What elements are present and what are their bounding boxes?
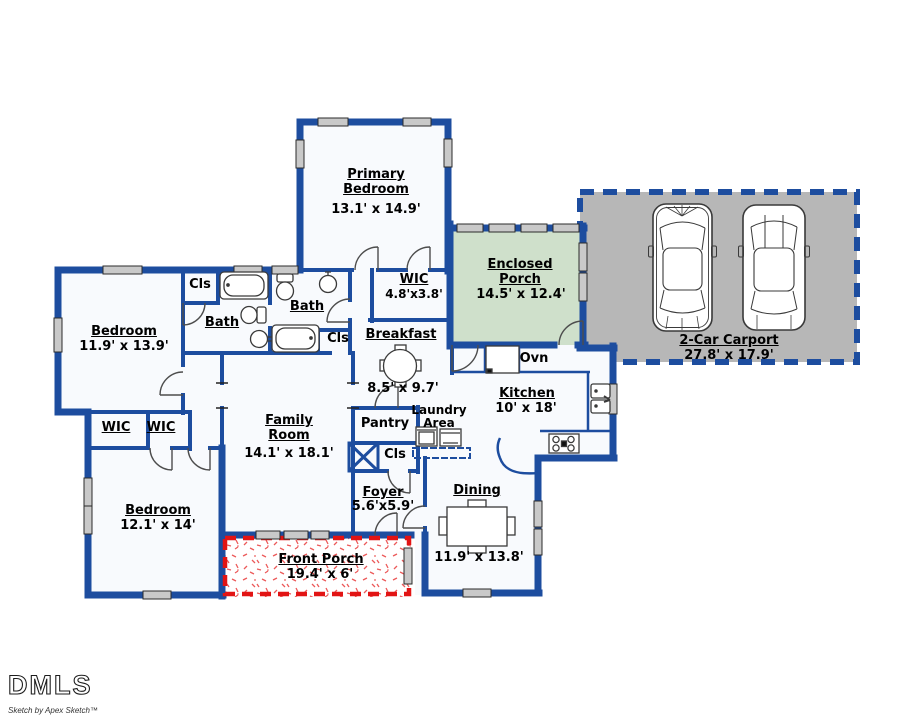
room-label-oven: Ovn [519, 351, 549, 366]
room-label-carport: 2-Car Carport [679, 333, 779, 348]
room-label-cls-hall: Cls [189, 277, 211, 292]
oven-icon [485, 345, 520, 374]
bathtub-icon [219, 271, 269, 300]
dryer-icon [439, 428, 462, 447]
car-icon [648, 203, 717, 332]
laundry-counter-dashed [412, 447, 471, 459]
cooktop-icon [548, 433, 580, 454]
room-label-front-porch: Front Porch [278, 552, 364, 567]
room-label-family-room: Family Room [265, 413, 313, 443]
room-label-enclosed-porch: Enclosed Porch [487, 257, 553, 287]
kitchen-counter [452, 347, 612, 433]
breakfast-table-icon [379, 344, 422, 388]
pedestal-sink-icon [318, 271, 338, 294]
dining-table-icon [438, 499, 516, 554]
kitchen-sink-icon [590, 383, 611, 414]
fixtures [219, 271, 611, 554]
room-label-primary-bedroom: Primary Bedroom [343, 167, 409, 197]
room-dims-carport: 27.8' x 17.9' [684, 348, 774, 363]
room-label-bedroom-lower: Bedroom [125, 503, 191, 518]
apex-sketch-credit: Sketch by Apex Sketch™ [8, 706, 98, 715]
room-dims-enclosed-porch: 14.5' x 12.4' [476, 287, 566, 302]
room-dims-front-porch: 19.4' x 6' [286, 567, 354, 582]
room-dims-dining: 11.9' x 13.8' [434, 550, 524, 565]
room-label-cls-foyer: Cls [384, 447, 406, 462]
bathtub-icon [271, 324, 320, 353]
room-label-bedroom-left: Bedroom [91, 324, 157, 339]
washer-icon [415, 426, 438, 447]
room-dims-family-room: 14.1' x 18.1' [244, 446, 334, 461]
room-dims-bedroom-left: 11.9' x 13.9' [79, 339, 169, 354]
dmls-logo: DMLS [7, 669, 93, 700]
room-label-foyer: Foyer [362, 485, 404, 500]
room-label-wic-b: WIC [146, 420, 176, 435]
room-dims-breakfast: 8.5' x 9.7' [367, 381, 439, 396]
room-label-bath-primary: Bath [289, 299, 325, 314]
toilet-icon [240, 305, 267, 325]
opening-ticks [216, 382, 359, 409]
room-label-laundry-area: Laundry Area [411, 403, 467, 431]
kitchen-dining-arch [496, 437, 539, 475]
room-label-wic-primary: WIC [399, 272, 429, 287]
toilet-icon [275, 273, 295, 301]
room-dims-wic-primary: 4.8'x3.8' [385, 287, 443, 301]
room-label-cls-primary: Cls [327, 331, 349, 346]
room-label-bath-hall: Bath [204, 315, 240, 330]
door-swing-arcs [149, 246, 584, 536]
room-dims-primary-bedroom: 13.1' x 14.9' [331, 202, 421, 217]
front-porch-floor [222, 535, 412, 597]
room-dims-kitchen: 10' x 18' [495, 401, 557, 416]
room-dims-bedroom-lower: 12.1' x 14' [120, 518, 196, 533]
closet-x-icon [347, 441, 380, 473]
room-label-kitchen: Kitchen [499, 386, 555, 401]
pedestal-sink-icon [249, 329, 272, 349]
car-icon [738, 204, 810, 331]
room-dims-foyer: 5.6'x5.9' [351, 499, 415, 514]
room-label-pantry: Pantry [360, 416, 410, 431]
window-markers [53, 117, 618, 600]
room-label-dining: Dining [453, 483, 501, 498]
room-label-breakfast: Breakfast [365, 327, 437, 342]
enclosed-porch-floor [450, 225, 585, 345]
room-label-wic-a: WIC [101, 420, 131, 435]
